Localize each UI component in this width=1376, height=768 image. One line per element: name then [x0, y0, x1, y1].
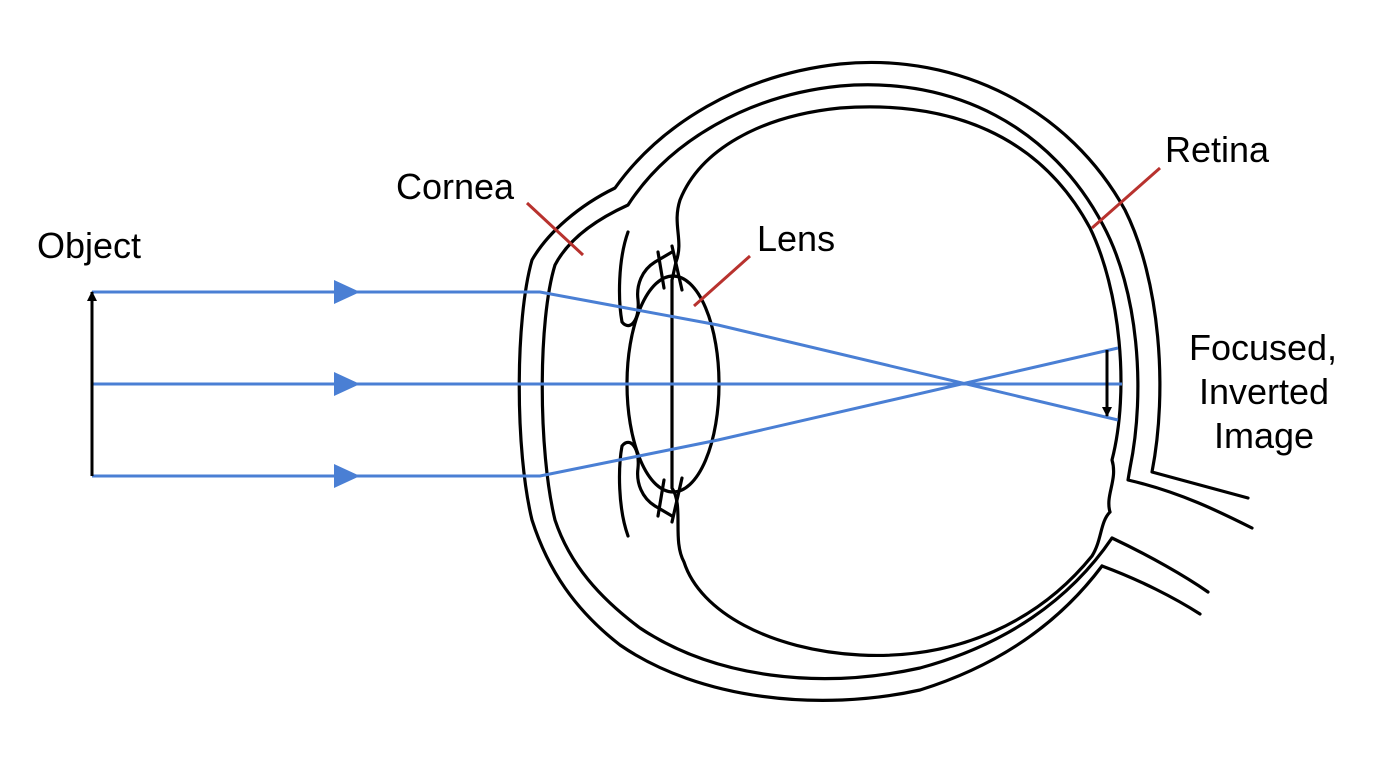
cornea-label: Cornea — [396, 166, 515, 207]
object-label: Object — [37, 225, 141, 266]
ray-top-arrowhead — [334, 280, 360, 304]
iris-lower — [617, 440, 674, 538]
ligament-lower — [656, 476, 684, 524]
lens-leader-line — [693, 254, 751, 308]
ray-top — [92, 290, 1119, 422]
retina-leader-line — [1091, 166, 1161, 230]
cornea-leader-line — [525, 201, 585, 257]
ligament-upper — [656, 244, 684, 292]
image-label-line1: Focused, — [1189, 327, 1337, 368]
retina-layer — [670, 105, 1123, 658]
image-label-line3: Image — [1214, 415, 1314, 456]
ray-bottom-arrowhead — [334, 464, 360, 488]
image-label-line2: Inverted — [1199, 371, 1329, 412]
iris-upper — [617, 230, 674, 328]
sclera-outer-wall — [517, 60, 1250, 702]
retina-label: Retina — [1165, 129, 1270, 170]
lens-label: Lens — [757, 218, 835, 259]
ray-middle-arrowhead — [334, 372, 360, 396]
optic-nerve-lower-inner — [1110, 536, 1210, 594]
ray-bottom — [92, 346, 1119, 478]
sclera-inner-wall — [540, 83, 1254, 681]
optic-nerve-lower — [1100, 564, 1202, 616]
